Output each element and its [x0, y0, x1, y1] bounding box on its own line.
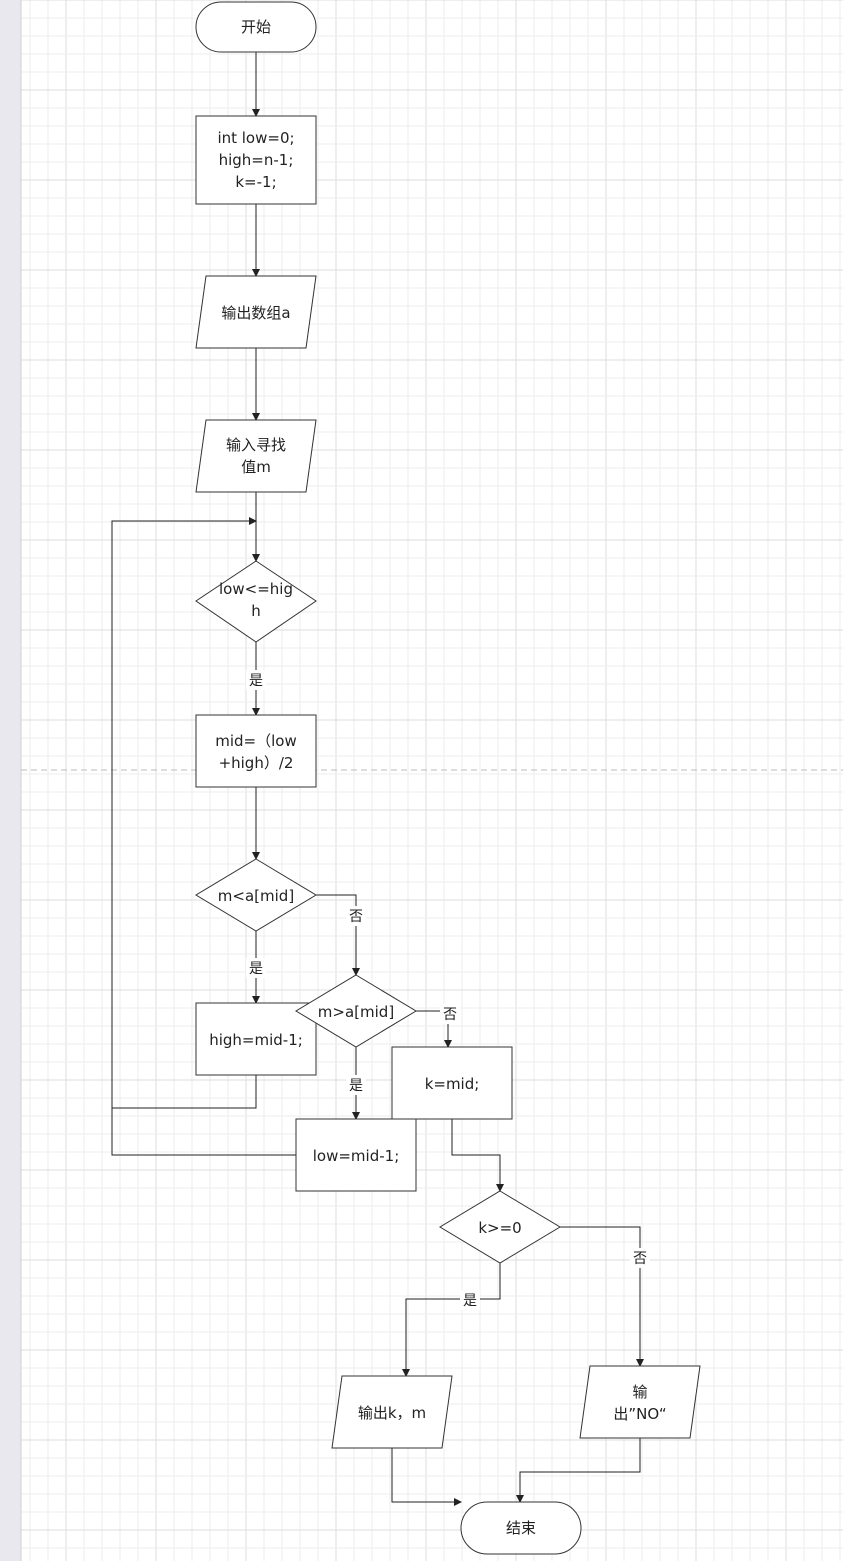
edge-outputkm-end	[391, 1448, 462, 1506]
label-less-yes: 是	[249, 961, 263, 977]
label-greater-yes: 是	[349, 1078, 363, 1094]
label-line: 输出数组a	[221, 304, 290, 322]
node-calc-mid[interactable]: mid=（low +high）/2	[195, 714, 317, 788]
label-loop-yes: 是	[249, 673, 263, 689]
node-output-array[interactable]: 输出数组a	[195, 275, 317, 349]
output-km-label: 输出k，m	[358, 1404, 426, 1422]
node-set-high[interactable]: high=mid-1;	[195, 1002, 317, 1076]
label-line: k>=0	[478, 1219, 521, 1237]
terminator-shape	[460, 1501, 582, 1555]
node-set-low[interactable]: low=mid-1;	[295, 1118, 417, 1192]
label-less-no: 否	[349, 909, 363, 925]
node-cond-found[interactable]: k>=0	[439, 1190, 561, 1264]
node-output-no[interactable]: 输出”NO“	[579, 1365, 701, 1439]
io-shape	[195, 275, 317, 349]
label-line: h	[251, 602, 261, 620]
cond-less-label: m<a[mid]	[218, 887, 294, 905]
process-shape	[391, 1046, 513, 1120]
label-line: m>a[mid]	[318, 1003, 394, 1021]
decision-shape	[195, 858, 317, 932]
label-greater-no: 否	[443, 1007, 457, 1023]
label-line: mid=（low	[215, 732, 296, 750]
set-k-label: k=mid;	[425, 1075, 480, 1093]
process-shape	[295, 1118, 417, 1192]
set-low-label: low=mid-1;	[313, 1147, 400, 1165]
label-line: low=mid-1;	[313, 1147, 400, 1165]
label-line: 输出k，m	[358, 1404, 426, 1422]
left-sidebar	[0, 0, 21, 1561]
label-line: 开始	[241, 18, 271, 36]
node-cond-less[interactable]: m<a[mid]	[195, 858, 317, 932]
io-shape	[579, 1365, 701, 1439]
start-label: 开始	[241, 18, 271, 36]
decision-shape	[439, 1190, 561, 1264]
node-input-m[interactable]: 输入寻找值m	[195, 419, 317, 493]
label-found-yes: 是	[463, 1293, 477, 1309]
edge-outputno-end	[516, 1438, 641, 1503]
loop-cond-label: low<=hig h	[219, 580, 293, 620]
terminator-shape	[195, 1, 317, 53]
label-line: 出”NO“	[613, 1405, 666, 1423]
cond-found-label: k>=0	[478, 1219, 521, 1237]
edge-found-no	[560, 1226, 644, 1367]
label-line: +high）/2	[219, 754, 294, 772]
edge-less-greater	[316, 894, 360, 976]
cond-greater-label: m>a[mid]	[318, 1003, 394, 1021]
edge-low-loop	[111, 1108, 296, 1156]
label-line: 结束	[506, 1519, 536, 1537]
process-shape	[195, 1002, 317, 1076]
label-line: int low=0;	[217, 129, 294, 147]
label-line: high=n-1;	[219, 151, 294, 169]
background-grid	[21, 0, 843, 1561]
node-init[interactable]: int low=0; high=n-1; k=-1;	[195, 115, 317, 205]
set-high-label: high=mid-1;	[209, 1031, 303, 1049]
label-line: m<a[mid]	[218, 887, 294, 905]
edge-labels: 是 是 否 是 否 是 否	[246, 670, 650, 1310]
node-cond-greater[interactable]: m>a[mid]	[295, 974, 417, 1048]
io-shape	[195, 419, 317, 493]
decision-shape	[295, 974, 417, 1048]
node-output-km[interactable]: 输出k，m	[331, 1375, 453, 1449]
label-line: 值m	[241, 458, 271, 476]
calc-mid-label: mid=（low +high）/2	[215, 732, 296, 772]
label-line: 输入寻找	[226, 436, 286, 454]
label-line: k=-1;	[235, 173, 276, 191]
node-start[interactable]: 开始	[195, 1, 317, 53]
node-set-k[interactable]: k=mid;	[391, 1046, 513, 1120]
io-shape	[331, 1375, 453, 1449]
input-m-label: 输入寻找值m	[226, 436, 286, 476]
label-found-no: 否	[633, 1251, 647, 1267]
node-end[interactable]: 结束	[460, 1501, 582, 1555]
node-loop-cond[interactable]: low<=hig h	[195, 560, 317, 643]
end-label: 结束	[506, 1519, 536, 1537]
label-line: low<=hig	[219, 580, 293, 598]
edge-k-found	[451, 1119, 504, 1192]
process-shape	[195, 714, 317, 788]
process-shape	[195, 115, 317, 205]
label-line: high=mid-1;	[209, 1031, 303, 1049]
output-array-label: 输出数组a	[221, 304, 290, 322]
label-line: k=mid;	[425, 1075, 480, 1093]
decision-shape	[195, 560, 317, 643]
output-no-label: 输出”NO“	[613, 1383, 666, 1423]
edge-found-output	[402, 1263, 501, 1377]
label-line: 输	[632, 1383, 647, 1401]
init-label: int low=0; high=n-1; k=-1;	[217, 129, 294, 191]
